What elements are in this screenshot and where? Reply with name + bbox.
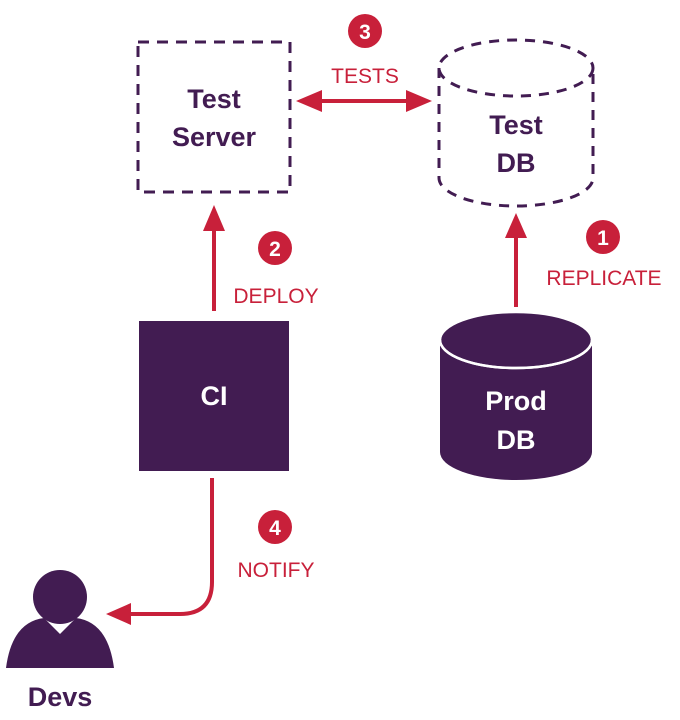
test-db-node: Test DB — [437, 38, 595, 208]
test-server-box — [136, 40, 292, 194]
prod-db-body — [440, 340, 592, 480]
deploy-label: DEPLOY — [233, 285, 318, 308]
test-db-label-line2: DB — [497, 148, 536, 178]
tests-arrowhead-left — [296, 90, 322, 112]
step-4-number: 4 — [269, 517, 281, 540]
edge-tests: 3 TESTS — [296, 14, 432, 112]
step-3-number: 3 — [359, 21, 371, 44]
notify-label: NOTIFY — [238, 559, 315, 582]
edge-notify: 4 NOTIFY — [106, 478, 315, 625]
prod-db-label-line1: Prod — [485, 386, 547, 416]
ci-node: CI — [139, 321, 289, 471]
test-server-label-line2: Server — [172, 122, 257, 152]
notify-arrowhead — [106, 603, 131, 625]
test-db-body — [437, 68, 595, 208]
step-1-badge — [586, 220, 620, 254]
test-server-label-line1: Test — [187, 84, 241, 114]
ci-label: CI — [201, 381, 228, 411]
deploy-arrowhead — [203, 205, 225, 231]
edge-replicate: 1 REPLICATE — [505, 213, 662, 307]
replicate-arrowhead — [505, 213, 527, 238]
prod-db-label-line2: DB — [497, 425, 536, 455]
prod-db-rim — [438, 339, 594, 370]
step-4-badge — [258, 510, 292, 544]
devs-label: Devs — [28, 682, 93, 712]
person-icon — [6, 570, 114, 668]
tests-label: TESTS — [331, 65, 399, 88]
edge-deploy: 2 DEPLOY — [203, 205, 319, 311]
ci-box — [139, 321, 289, 471]
test-db-label-line1: Test — [489, 110, 543, 140]
test-db-top — [437, 38, 595, 98]
step-1-number: 1 — [597, 227, 609, 250]
step-2-badge — [258, 231, 292, 265]
devs-node: Devs — [6, 570, 114, 712]
notify-arrow-line — [128, 478, 214, 616]
step-3-badge — [348, 14, 382, 48]
replicate-label: REPLICATE — [546, 267, 661, 290]
tests-arrowhead-right — [406, 90, 432, 112]
step-2-number: 2 — [269, 238, 281, 261]
test-server-node: Test Server — [136, 40, 292, 194]
prod-db-node: Prod DB — [436, 302, 596, 480]
